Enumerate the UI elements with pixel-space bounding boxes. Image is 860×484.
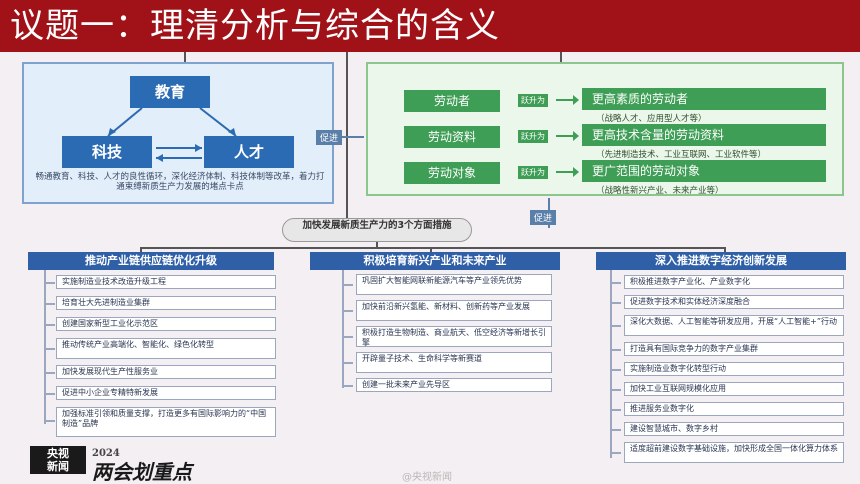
list-item: 加快工业互联网规模化应用: [624, 382, 844, 396]
list-bullet: [612, 389, 621, 391]
laborer-label: 劳动者: [404, 90, 500, 112]
logo-line-2: 新闻: [47, 460, 69, 473]
upgrade-tag: 跃升为: [518, 166, 548, 179]
branch-right: [724, 247, 726, 253]
object-of-labor-examples: （战略性新兴产业、未来产业等）: [596, 186, 724, 196]
list-item: 创建一批未来产业先导区: [356, 378, 552, 392]
list-bullet: [612, 429, 621, 431]
list-bullet: [612, 302, 621, 304]
list-item: 促进中小企业专精特新发展: [56, 386, 276, 400]
list-bullet: [612, 409, 621, 411]
labor-row-1: 劳动者 跃升为 更高素质的劳动者 （战略人才、应用型人才等）: [368, 86, 846, 126]
list-item: 加强标准引领和质量支撑，打造更多有国际影响力的“中国制造”品牌: [56, 407, 276, 437]
list-item: 积极推进数字产业化、产业数字化: [624, 275, 844, 289]
title-bar: 议题一：理清分析与综合的含义: [0, 0, 860, 52]
cycle-arrows-icon: [107, 107, 237, 162]
list-item: 建设智慧城市、数字乡村: [624, 422, 844, 436]
laborer-examples: （战略人才、应用型人才等）: [596, 114, 707, 124]
upgrade-tag: 跃升为: [518, 94, 548, 107]
list-bullet: [344, 284, 353, 286]
list-item: 开辟量子技术、生命科学等新赛道: [356, 352, 552, 373]
labor-row-2: 劳动资料 跃升为 更高技术含量的劳动资料 （先进制造技术、工业互联网、工业软件等…: [368, 122, 846, 162]
connector-top-left: [184, 52, 186, 62]
arrowhead-right: [195, 144, 202, 152]
means-of-labor-label: 劳动资料: [404, 126, 500, 148]
list-bullet: [46, 282, 55, 284]
list-item: 创建国家新型工业化示范区: [56, 317, 276, 331]
connector-top-right: [560, 52, 562, 62]
list-bullet: [46, 303, 55, 305]
list-item: 促进数字技术和实体经济深度融合: [624, 295, 844, 309]
branch-stem: [376, 242, 378, 248]
column-spine-1: [44, 270, 46, 424]
upgrade-arrow-icon: [556, 167, 579, 177]
promote-arrow-middle: [340, 136, 364, 138]
list-item: 推动传统产业高端化、智能化、绿色化转型: [56, 338, 276, 359]
technology-node: 科技: [62, 136, 152, 168]
list-bullet: [46, 372, 55, 374]
means-of-labor-target: 更高技术含量的劳动资料: [582, 124, 826, 146]
list-item: 积极打造生物制造、商业航天、低空经济等新增长引擎: [356, 326, 552, 347]
list-bullet: [344, 310, 353, 312]
logo-line-1: 央视: [47, 447, 69, 460]
upgrade-arrow-icon: [556, 131, 579, 141]
branch-left: [140, 247, 142, 253]
list-bullet: [46, 348, 55, 350]
list-item: 巩固扩大智能网联新能源汽车等产业领先优势: [356, 274, 552, 295]
column-spine-3: [610, 270, 612, 458]
list-item: 打造具有国际竞争力的数字产业集群: [624, 342, 844, 356]
education-tech-talent-panel: 教育 科技 人才 畅通教育、科技、人才的良性循环，深化经济体制、科技体制等改革，…: [22, 62, 334, 204]
slide-title: 议题一：理清分析与综合的含义: [10, 6, 500, 46]
list-item: 深化大数据、人工智能等研发应用，开展“人工智能+”行动: [624, 315, 844, 336]
arrowhead-talent: [228, 128, 236, 136]
upgrade-tag: 跃升为: [518, 130, 548, 143]
means-of-labor-examples: （先进制造技术、工业互联网、工业软件等）: [596, 150, 767, 160]
list-bullet: [344, 336, 353, 338]
labor-upgrade-panel: 劳动者 跃升为 更高素质的劳动者 （战略人才、应用型人才等） 劳动资料 跃升为 …: [366, 62, 844, 196]
list-bullet: [612, 349, 621, 351]
cctv-news-logo: 央视 新闻: [30, 446, 86, 474]
promote-label-lower: 促进: [530, 210, 557, 225]
list-item: 培育壮大先进制造业集群: [56, 296, 276, 310]
list-item: 推进服务业数字化: [624, 402, 844, 416]
education-node: 教育: [130, 76, 210, 108]
laborer-target: 更高素质的劳动者: [582, 88, 826, 110]
list-bullet: [612, 369, 621, 371]
list-bullet: [612, 452, 621, 454]
list-bullet: [46, 420, 55, 422]
two-sessions-logo: 2024 两会划重点: [92, 440, 202, 482]
arrowhead-tech: [108, 128, 116, 136]
branch-middle: [430, 247, 432, 253]
upgrade-arrow-icon: [556, 95, 579, 105]
labor-row-3: 劳动对象 跃升为 更广范围的劳动对象 （战略性新兴产业、未来产业等）: [368, 158, 846, 198]
column-header-supply-chain: 推动产业链供应链优化升级: [28, 252, 274, 270]
list-bullet: [612, 282, 621, 284]
list-bullet: [344, 362, 353, 364]
three-measures-label: 加快发展新质生产力的3个方面措施: [282, 218, 472, 242]
talent-node: 人才: [204, 136, 294, 168]
list-bullet: [46, 324, 55, 326]
arrowhead-left: [156, 154, 163, 162]
list-bullet: [612, 325, 621, 327]
list-item: 加快发展现代生产性服务业: [56, 365, 276, 379]
logo-year: 2024: [92, 448, 120, 459]
connector-top-center: [346, 52, 348, 218]
list-bullet: [344, 385, 353, 387]
logo-slogan: 两会划重点: [92, 460, 192, 484]
promote-label-middle: 促进: [316, 130, 343, 145]
list-item: 实施制造业数字化转型行动: [624, 362, 844, 376]
object-of-labor-target: 更广范围的劳动对象: [582, 160, 826, 182]
cycle-caption: 畅通教育、科技、人才的良性循环，深化经济体制、科技体制等改革，着力打通束缚新质生…: [35, 172, 325, 192]
column-header-emerging-industries: 积极培育新兴产业和未来产业: [310, 252, 560, 270]
list-item: 加快前沿新兴氢能、新材料、创新药等产业发展: [356, 300, 552, 321]
column-spine-2: [342, 270, 344, 388]
object-of-labor-label: 劳动对象: [404, 162, 500, 184]
list-item: 实施制造业技术改造升级工程: [56, 275, 276, 289]
branch-horizontal: [140, 247, 726, 249]
list-bullet: [46, 393, 55, 395]
column-header-digital-economy: 深入推进数字经济创新发展: [596, 252, 846, 270]
list-item: 适度超前建设数字基础设施，加快形成全国一体化算力体系: [624, 442, 844, 463]
watermark: @央视新闻: [402, 472, 452, 483]
